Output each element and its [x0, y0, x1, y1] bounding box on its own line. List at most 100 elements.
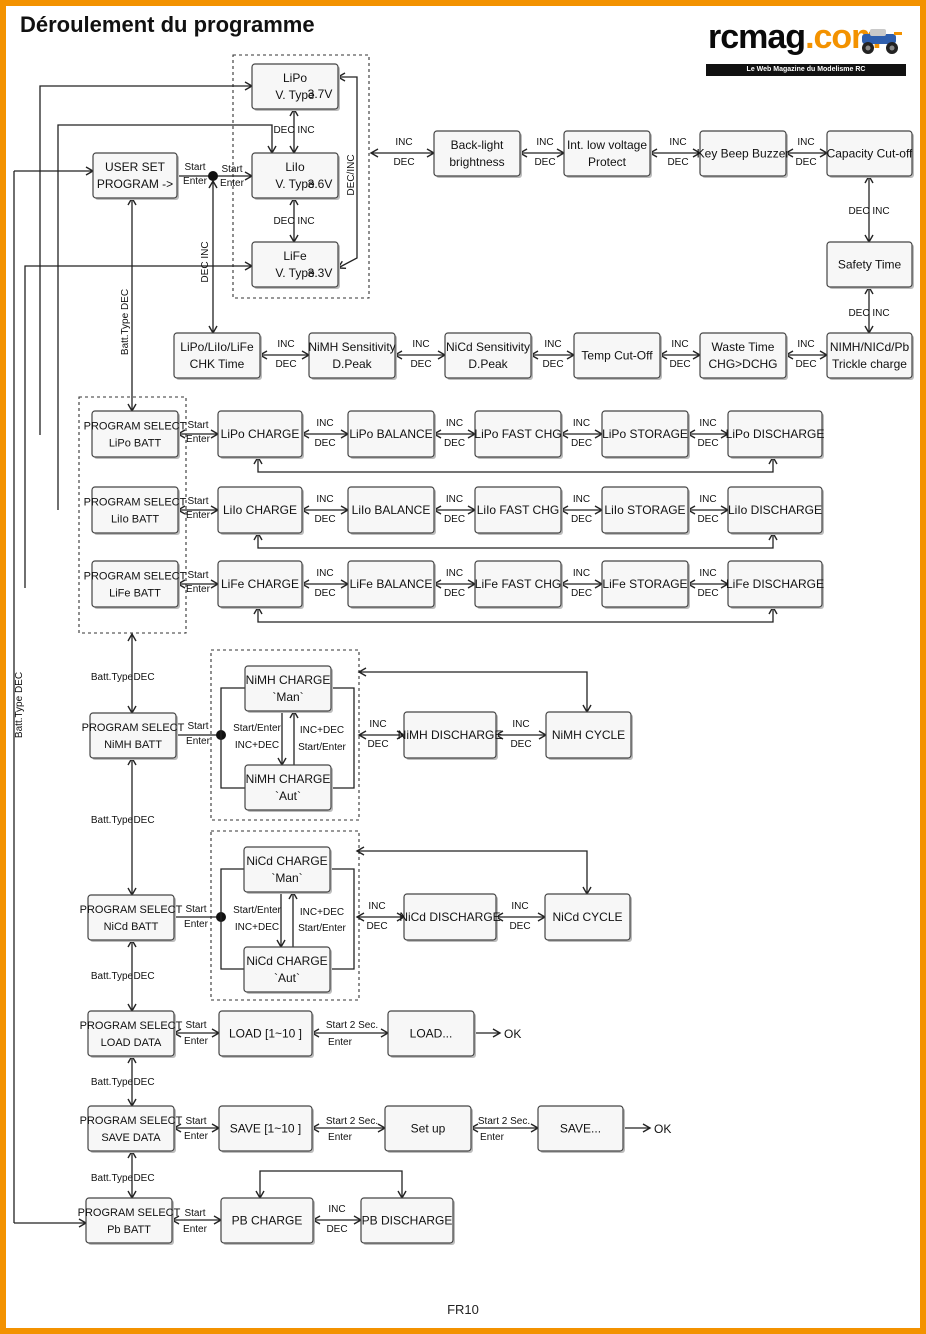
label: Start	[187, 721, 208, 732]
dec-label: DEC	[314, 514, 335, 525]
key-beep-box: Key Beep Buzzer	[697, 130, 789, 178]
connector-line	[257, 607, 774, 623]
dec-inc-label: DEC INC	[273, 216, 314, 227]
lipo-mode-box-3: LiPo STORAGE	[601, 410, 690, 459]
inc-label: INC	[412, 339, 429, 350]
nimh-discharge-box-label: NiMH DISCHARGE	[398, 728, 503, 742]
dec-inc-vertical-label: DEC INC	[200, 241, 211, 282]
nimh-cycle-box-label: NiMH CYCLE	[552, 728, 625, 742]
lipo-mode-box-2: LiPo FAST CHG	[474, 410, 563, 459]
dec-label: DEC	[509, 921, 530, 932]
lipo-vtype-value: 3.7V	[308, 87, 333, 101]
connector-line	[357, 850, 588, 894]
life-program-select-box-label: LiFe BATT	[109, 588, 161, 600]
life-mode-box-4-label: LiFe DISCHARGE	[726, 577, 824, 591]
nimh-man-box-label: NiMH CHARGE	[246, 673, 331, 687]
label: Start	[221, 164, 242, 175]
dec-label: DEC	[444, 588, 465, 599]
save-progress-box-label: SAVE...	[560, 1122, 601, 1136]
connector-line	[57, 124, 273, 510]
logo-name: rcmag	[708, 18, 806, 56]
inc-label: INC	[669, 137, 686, 148]
trickle-charge-box-label: NIMH/NICd/Pb	[830, 340, 910, 354]
lipo-mode-box-3-label: LiPo STORAGE	[602, 427, 688, 441]
dec-label: DEC	[510, 739, 531, 750]
dec-label: DEC	[795, 157, 816, 168]
life-mode-box-1-label: LiFe BALANCE	[350, 577, 433, 591]
dec-label: DEC	[697, 514, 718, 525]
label: DEC	[133, 815, 154, 826]
logo-tagline: Le Web Magazine du Modelisme RC	[706, 64, 906, 76]
inc-label: INC	[573, 494, 590, 505]
load-program-select-box: PROGRAM SELECT LOAD DATA	[80, 1010, 183, 1058]
waste-time-box-label: Waste Time	[712, 340, 775, 354]
low-voltage-box-label: Protect	[588, 155, 627, 169]
junction-dot	[208, 171, 218, 181]
batt-type-dec-vertical-label: Batt.Type DEC	[14, 672, 25, 738]
label: Start 2 Sec.	[478, 1116, 530, 1127]
nicd-discharge-box: NiCd DISCHARGE	[399, 893, 501, 942]
waste-time-box-label: CHG>DCHG	[708, 357, 777, 371]
dec-label: DEC	[795, 359, 816, 370]
capacity-cutoff-box: Capacity Cut-off	[826, 130, 914, 178]
inc-label: INC	[797, 339, 814, 350]
nicd-aut-box: NiCd CHARGE`Aut`	[243, 946, 332, 994]
inc-label: INC	[446, 568, 463, 579]
connector-line	[39, 85, 252, 435]
load-program-select-box-label: PROGRAM SELECT	[80, 1020, 183, 1032]
connector-line	[259, 1170, 403, 1198]
nicd-man-box-label: NiCd CHARGE	[246, 854, 327, 868]
label: Enter	[186, 510, 211, 521]
save-program-select-box-label: PROGRAM SELECT	[80, 1115, 183, 1127]
load-program-select-box-label: LOAD DATA	[101, 1037, 162, 1049]
label: Start	[184, 1208, 205, 1219]
dec-label: DEC	[314, 588, 335, 599]
dec-label: DEC	[366, 921, 387, 932]
connector-line	[220, 917, 244, 970]
inc-label: INC	[536, 137, 553, 148]
life-mode-box-1: LiFe BALANCE	[347, 560, 436, 609]
chk-time-box-label: CHK Time	[190, 357, 245, 371]
backlight-box-label: brightness	[449, 155, 504, 169]
lilo-mode-box-4-label: LiIo DISCHARGE	[728, 503, 822, 517]
nicd-cycle-box-label: NiCd CYCLE	[552, 910, 622, 924]
nimh-program-select-box-label: NiMH BATT	[104, 739, 162, 751]
inc-label: INC	[395, 137, 412, 148]
nicd-man-box: NiCd CHARGE `Man`	[243, 846, 332, 894]
label: Enter	[183, 176, 208, 187]
nicd-man-box-label: `Man`	[271, 871, 302, 885]
inc-label: INC	[573, 568, 590, 579]
nimh-aut-box: NiMH CHARGE`Aut`	[244, 764, 333, 812]
nimh-aut-box-label: NiMH CHARGE	[246, 772, 331, 786]
nicd-cycle-box: NiCd CYCLE	[544, 893, 632, 942]
label: Start/Enter	[233, 905, 281, 916]
safety-time-box-label: Safety Time	[838, 258, 902, 272]
label: DEC	[133, 672, 154, 683]
label: Batt.Type	[91, 1173, 134, 1184]
setup-box-label: Set up	[411, 1122, 446, 1136]
page-title: Déroulement du programme	[20, 12, 315, 37]
user-set-box-label: PROGRAM ->	[97, 177, 173, 191]
connector-line	[220, 735, 245, 789]
rcmag-logo: rcmag.com Le Web Magazine du Modelisme R…	[706, 18, 906, 76]
arrow-head	[357, 667, 367, 677]
life-mode-box-3-label: LiFe STORAGE	[602, 577, 687, 591]
label: Enter	[184, 1131, 209, 1142]
life-mode-box-3: LiFe STORAGE	[601, 560, 690, 609]
label: Batt.Type	[91, 971, 134, 982]
label: Start	[185, 1116, 206, 1127]
life-mode-box-4: LiFe DISCHARGE	[726, 560, 824, 609]
label: Enter	[328, 1037, 353, 1048]
dec-inc-label: DEC INC	[848, 206, 889, 217]
nicd-program-select-box-label: PROGRAM SELECT	[80, 904, 183, 916]
inc-label: INC	[446, 494, 463, 505]
lilo-mode-box-2-label: LiIo FAST CHG	[477, 503, 559, 517]
inc-label: INC	[573, 418, 590, 429]
dec-label: DEC	[571, 588, 592, 599]
connector-line	[331, 687, 355, 789]
